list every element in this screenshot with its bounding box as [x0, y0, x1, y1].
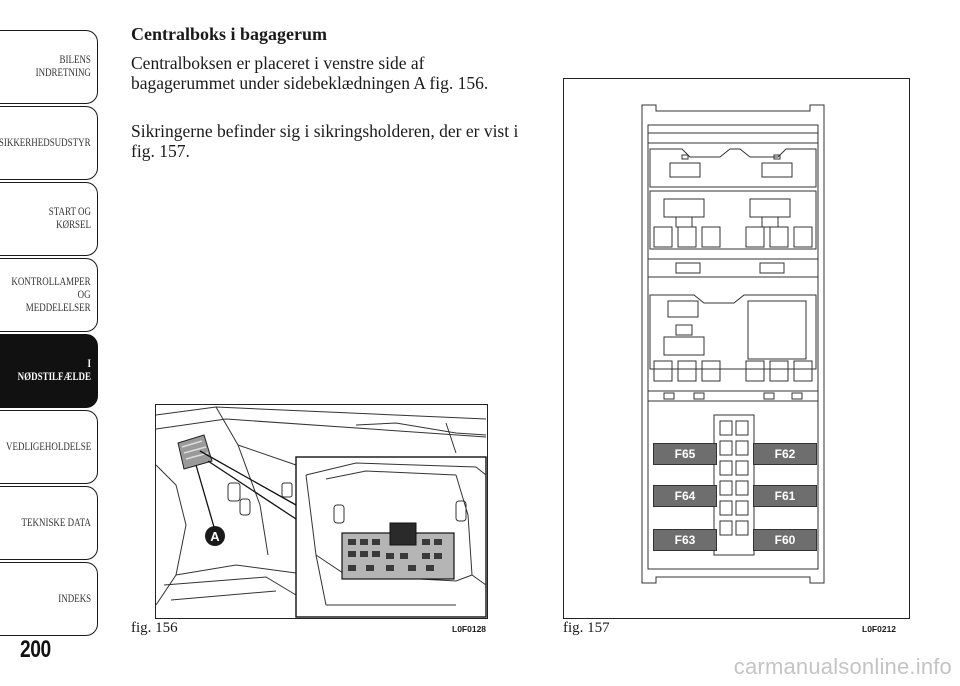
watermark: carmanualsonline.info: [733, 654, 952, 679]
tab-tekniske-data[interactable]: TEKNISKE DATA: [0, 486, 98, 560]
figure-157: F65 F64 F63 F62 F61 F60: [563, 78, 910, 619]
paragraph-fuses: Sikringerne befinder sig i sikringsholde…: [131, 121, 519, 161]
tab-label: KONTROLLAMPER OG MEDDELELSER: [11, 275, 91, 314]
fuse-f65: F65: [653, 443, 717, 465]
tab-vedligeholdelse[interactable]: VEDLIGEHOLDELSE: [0, 410, 98, 484]
figure-156-caption: fig. 156: [131, 620, 178, 636]
tab-label: START OG KØRSEL: [48, 206, 91, 231]
tab-sikkerhedsudstyr[interactable]: SIKKERHEDSUDSTYR: [0, 106, 98, 180]
tab-indeks[interactable]: INDEKS: [0, 562, 98, 636]
fuse-f62: F62: [753, 443, 817, 465]
tab-label: SIKKERHEDSUDSTYR: [0, 136, 91, 149]
tab-label: BILENS INDRETNING: [35, 54, 91, 79]
fuse-f60: F60: [753, 529, 817, 551]
tab-label: VEDLIGEHOLDELSE: [5, 440, 91, 453]
tab-label: TEKNISKE DATA: [21, 516, 91, 529]
trunk-illustration: [156, 406, 487, 618]
figure-157-caption: fig. 157: [563, 620, 610, 636]
figure-156: A: [155, 404, 488, 619]
tab-i-nodstilfaelde[interactable]: I NØDSTILFÆLDE: [0, 334, 98, 408]
tab-label: I NØDSTILFÆLDE: [17, 358, 91, 383]
callout-a-label: A: [205, 526, 225, 546]
paragraph-location: Centralboksen er placeret i venstre side…: [131, 53, 489, 93]
fuse-f64: F64: [653, 485, 717, 507]
figure-156-code: L0F0128: [452, 624, 487, 634]
tab-start-og-korsel[interactable]: START OG KØRSEL: [0, 182, 98, 256]
page-number: 200: [20, 636, 51, 663]
tab-label: INDEKS: [58, 592, 91, 605]
section-heading: Centralboks i bagagerum: [131, 24, 328, 44]
figure-157-code: L0F0212: [862, 624, 897, 634]
tab-kontrollamper[interactable]: KONTROLLAMPER OG MEDDELELSER: [0, 258, 98, 332]
fuse-f61: F61: [753, 485, 817, 507]
tab-bilens-indretning[interactable]: BILENS INDRETNING: [0, 30, 98, 104]
fuse-holder-diagram: [641, 104, 825, 584]
fuse-f63: F63: [653, 529, 717, 551]
